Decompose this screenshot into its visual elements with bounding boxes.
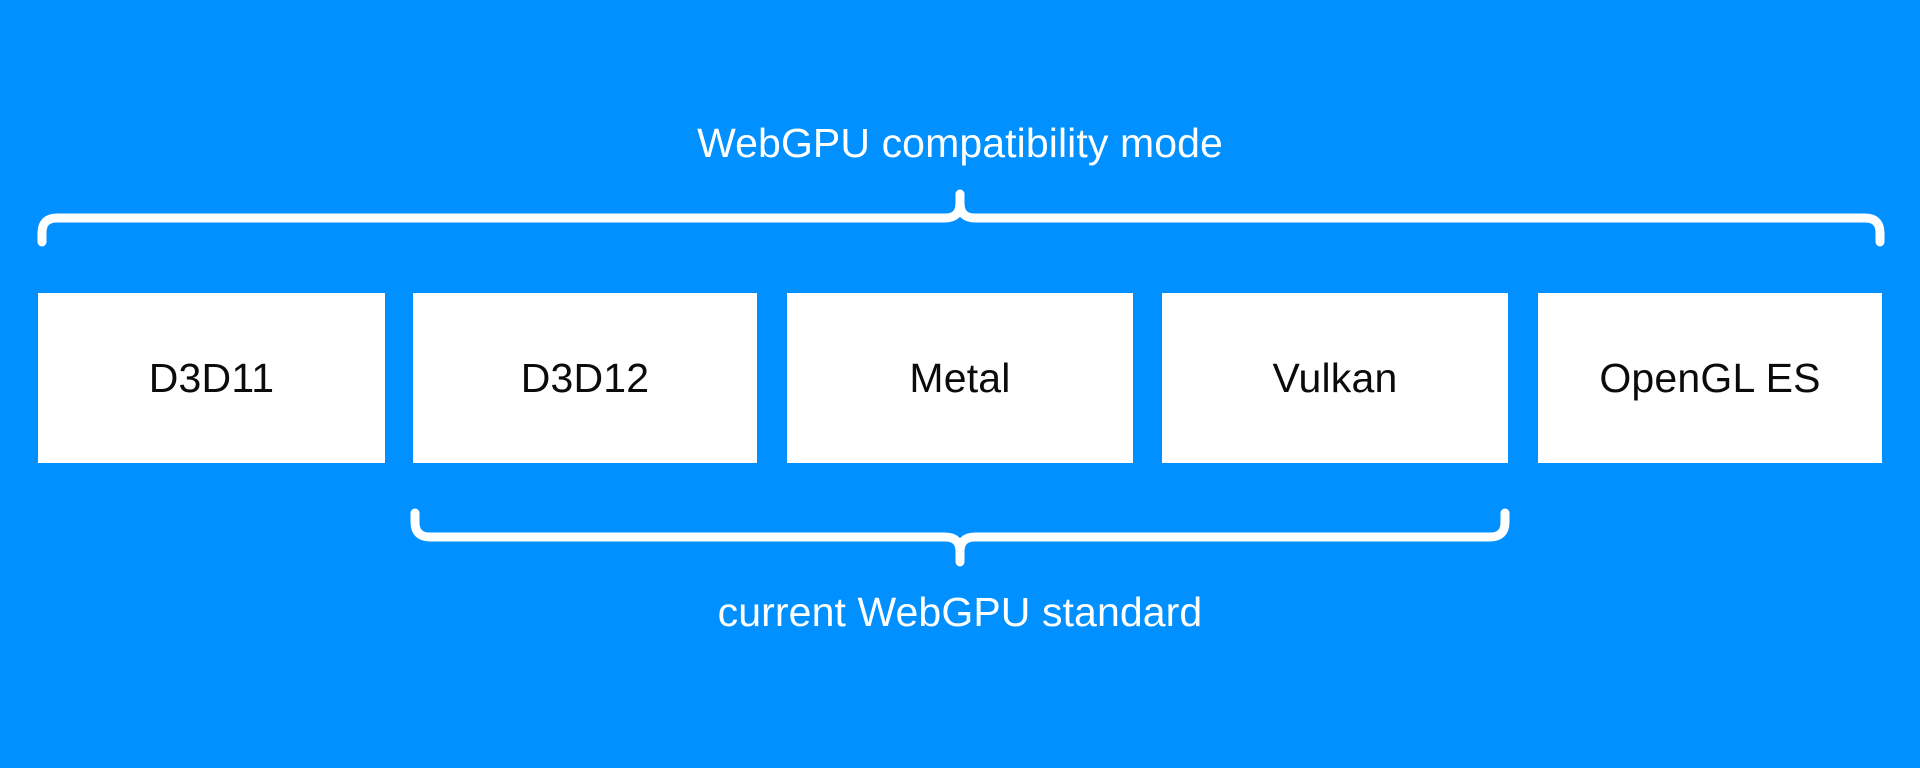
backend-label: OpenGL ES xyxy=(1599,354,1821,401)
backend-box-opengl-es[interactable]: OpenGL ES xyxy=(1538,293,1882,463)
top-group-label: WebGPU compatibility mode xyxy=(697,120,1223,166)
top-brace-icon xyxy=(37,189,1885,247)
backend-label: D3D11 xyxy=(148,354,275,401)
backend-label: Metal xyxy=(909,354,1011,401)
backend-label: Vulkan xyxy=(1272,354,1398,401)
backend-box-metal[interactable]: Metal xyxy=(787,293,1133,463)
backend-box-d3d12[interactable]: D3D12 xyxy=(413,293,757,463)
backend-box-vulkan[interactable]: Vulkan xyxy=(1162,293,1508,463)
bottom-group-label: current WebGPU standard xyxy=(717,589,1203,635)
backend-box-d3d11[interactable]: D3D11 xyxy=(38,293,385,463)
bottom-brace-icon xyxy=(410,508,1510,567)
backend-label: D3D12 xyxy=(520,354,650,401)
backend-box-row: D3D11 D3D12 Metal Vulkan OpenGL ES xyxy=(38,293,1882,463)
